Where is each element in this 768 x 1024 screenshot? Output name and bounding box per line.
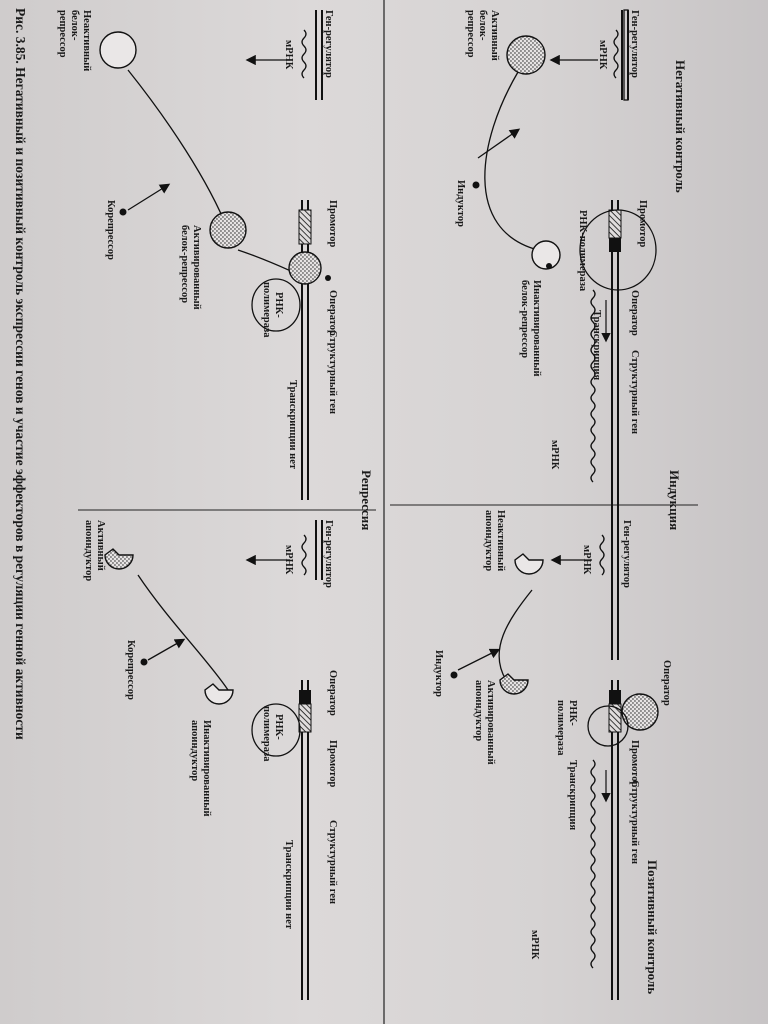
label-no-transcription-br: Транскрипции нет bbox=[283, 840, 294, 930]
label-promoter-tl: Промотор bbox=[637, 200, 648, 248]
panel-negative-repression bbox=[99, 10, 331, 500]
figure-caption: Рис. 3.85. Негативный и позитивный контр… bbox=[13, 8, 28, 740]
label-structural-gene-bl: Структурный ген bbox=[327, 330, 338, 415]
label-active-repressor-c: репрессор bbox=[465, 10, 476, 58]
label-rna-polymerase-br-a: РНК- bbox=[273, 714, 284, 740]
label-mrna-bl: мРНК bbox=[283, 40, 294, 70]
label-active-repressor-b: белок- bbox=[477, 10, 488, 41]
label-gene-regulator-bl: Ген-регулятор bbox=[323, 10, 334, 79]
label-inactive-repressor-a: Неактивный bbox=[81, 10, 92, 72]
label-structural-gene-br: Структурный ген bbox=[327, 820, 338, 905]
label-inactive-repressor-b: белок- bbox=[69, 10, 80, 41]
label-structural-gene-tr: Структурный ген bbox=[629, 780, 640, 865]
label-active-repressor-a: Активный bbox=[489, 10, 500, 61]
label-corepressor-bl: Корепрессор bbox=[105, 200, 116, 260]
label-inactivated-repressor-b: белок-репрессор bbox=[519, 280, 530, 359]
label-rna-polymerase-tl: РНК-полимераза bbox=[577, 210, 588, 292]
label-inactive-repressor-c: репрессор bbox=[57, 10, 68, 58]
label-gene-regulator-br: Ген-регулятор bbox=[323, 520, 334, 589]
label-transcription-tl: Транскрипция bbox=[591, 310, 602, 381]
label-activated-repressor-b: белок-репрессор bbox=[179, 225, 190, 304]
label-promoter-bl: Промотор bbox=[327, 200, 338, 248]
label-activated-apoinducer-a: Активированный bbox=[485, 680, 496, 765]
label-gene-regulator-tl: Ген-регулятор bbox=[629, 10, 640, 79]
label-transcription-tr: Транскрипция bbox=[567, 760, 578, 831]
induction-title: Индукция bbox=[667, 470, 682, 531]
label-gene-regulator-tr: Ген-регулятор bbox=[621, 520, 632, 589]
label-rna-polymerase-tr-a: РНК- bbox=[567, 700, 578, 726]
positive-title: Позитивный контроль bbox=[645, 860, 660, 995]
label-structural-gene-tl: Структурный ген bbox=[629, 350, 640, 435]
repression-title: Репрессия bbox=[359, 470, 374, 531]
label-activated-repressor-a: Активированный bbox=[191, 225, 202, 310]
label-mrna-tr: мРНК bbox=[581, 545, 592, 575]
label-inactivated-apoinducer-a: Инактивированный bbox=[201, 720, 212, 817]
panel-positive-induction bbox=[450, 520, 659, 1000]
label-inducer-tl: Индуктор bbox=[455, 180, 466, 227]
label-operator-tl: Оператор bbox=[629, 290, 640, 336]
label-operator-tr: Оператор bbox=[661, 660, 672, 706]
label-mrna-tl: мРНК bbox=[597, 40, 608, 70]
label-mrna-tr-2: мРНК bbox=[529, 930, 540, 960]
label-inactivated-repressor-a: Инактивированный bbox=[531, 280, 542, 377]
label-inactive-apoinducer-b: апоиндуктор bbox=[483, 510, 494, 572]
label-no-transcription-bl: Транскрипции нет bbox=[287, 380, 298, 470]
label-rna-polymerase-tr-b: полимераза bbox=[555, 700, 566, 756]
label-corepressor-br: Корепрессор bbox=[125, 640, 136, 700]
label-mrna-br: мРНК bbox=[283, 545, 294, 575]
label-inducer-tr: Индуктор bbox=[433, 650, 444, 697]
panel-negative-induction bbox=[472, 9, 657, 660]
label-mrna-tl-2: мРНК bbox=[549, 440, 560, 470]
label-rna-polymerase-br-b: полимераза bbox=[261, 706, 272, 762]
label-active-apoinducer-b: апоиндуктор bbox=[83, 520, 94, 582]
label-operator-br: Оператор bbox=[327, 670, 338, 716]
panel-positive-repression bbox=[104, 520, 323, 1000]
label-inactivated-apoinducer-b: апоиндуктор bbox=[189, 720, 200, 782]
label-activated-apoinducer-b: апоиндуктор bbox=[473, 680, 484, 742]
negative-title: Негативный контроль bbox=[673, 60, 688, 193]
label-rna-polymerase-bl-b: полимераза bbox=[261, 282, 272, 338]
label-promoter-br: Промотор bbox=[327, 740, 338, 788]
label-rna-polymerase-bl-a: РНК- bbox=[273, 292, 284, 318]
label-operator-bl: Оператор bbox=[327, 290, 338, 336]
label-active-apoinducer-a: Активный bbox=[95, 520, 106, 571]
label-inactive-apoinducer-a: Неактивный bbox=[495, 510, 506, 572]
